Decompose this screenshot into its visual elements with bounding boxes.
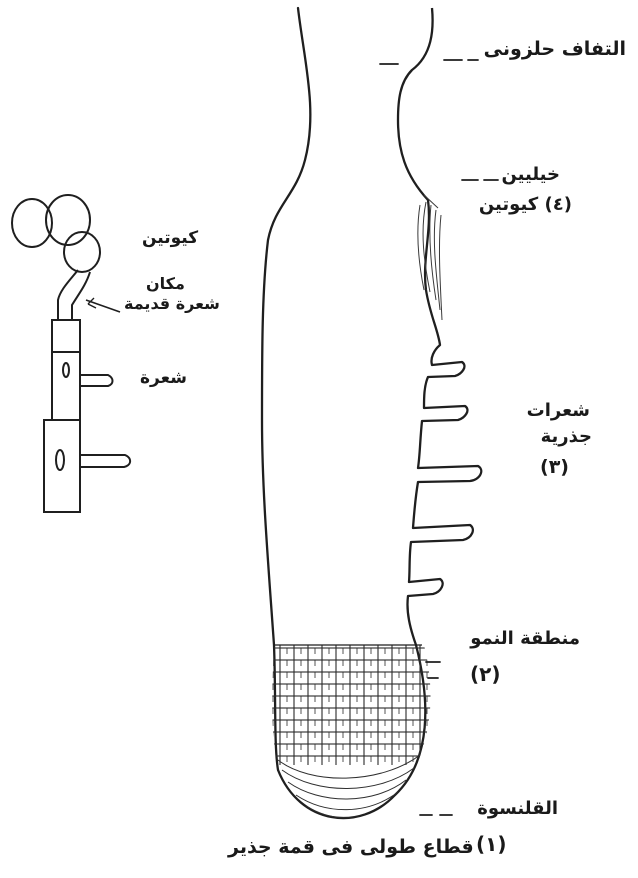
label-root-hairs-num: (٣): [540, 456, 569, 478]
label-spiral-thickening: التفاف حلزونى: [484, 40, 626, 60]
label-root-hairs-2: جذرية: [541, 428, 592, 447]
label-root-cap: القلنسوة: [477, 800, 558, 819]
label-root-cap-num: (١): [476, 832, 507, 856]
label-inset-old-hair-2: شعرة قديمة: [124, 296, 220, 313]
label-root-hairs-1: شعرات: [527, 402, 590, 421]
diagram-caption: قطاع طولى فى قمة جذير: [228, 838, 474, 858]
label-xylem: خيليين: [501, 166, 560, 185]
label-inset-hair: شعرة: [140, 370, 187, 388]
cutin-zone-shading: [418, 195, 442, 320]
label-inset-cutin: كيوتين: [142, 230, 198, 248]
label-growth-zone: منطقة النمو: [470, 630, 580, 649]
epidermis-inset: [12, 195, 130, 512]
label-inset-old-hair-1: مكان: [146, 276, 185, 293]
label-cutin-4: (٤) كيوتين: [479, 196, 572, 215]
label-growth-zone-num: (٢): [470, 662, 501, 686]
